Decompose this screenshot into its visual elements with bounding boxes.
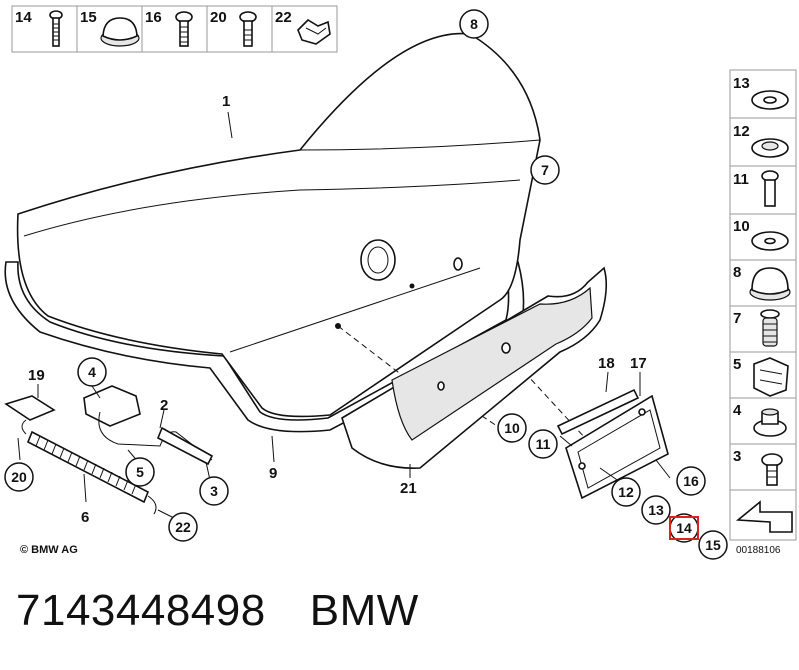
bolt-icon — [761, 453, 783, 486]
callout-18: 18 — [598, 355, 615, 372]
callouts: 1 2 3 4 5 6 7 8 9 10 11 12 13 14 15 16 1… — [4, 9, 728, 560]
spring-strut — [21, 419, 157, 515]
callout-16: 16 — [683, 473, 699, 489]
callout-2: 2 — [160, 397, 168, 414]
callout-22: 22 — [175, 519, 191, 535]
part-caption: 7143448498 BMW — [16, 586, 786, 646]
side-strip-label-10: 10 — [733, 218, 750, 235]
washer-icon — [751, 231, 789, 251]
top-parts-strip: 14 15 16 20 22 — [11, 5, 338, 53]
highlight-box — [669, 516, 699, 540]
washer-icon — [751, 138, 789, 158]
grommet-icon — [749, 267, 791, 301]
clip-nut-icon — [753, 357, 789, 397]
callout-15: 15 — [705, 537, 721, 553]
callout-6: 6 — [81, 509, 89, 526]
brand-name: BMW — [309, 586, 419, 635]
trunk-lid-illustration — [4, 32, 671, 519]
trunk-lock — [83, 385, 141, 427]
top-strip-label-16: 16 — [145, 9, 162, 26]
side-strip-label-4: 4 — [733, 402, 742, 419]
callout-3: 3 — [210, 483, 218, 499]
top-strip-label-14: 14 — [15, 9, 32, 26]
copyright-text: © BMW AG — [20, 544, 78, 556]
top-strip-label-22: 22 — [275, 9, 292, 26]
side-strip-label-8: 8 — [733, 264, 741, 281]
bmw-roundel-icon — [360, 239, 396, 281]
side-strip-label-12: 12 — [733, 123, 750, 140]
side-strip-label-11: 11 — [733, 171, 749, 188]
trim-strip — [556, 388, 640, 436]
callout-7: 7 — [541, 162, 549, 178]
screw-icon — [175, 11, 193, 47]
clip-icon — [297, 18, 331, 45]
bolt-icon — [761, 170, 779, 207]
arrow-icon — [735, 500, 793, 533]
callout-20: 20 — [11, 469, 27, 485]
top-strip-label-15: 15 — [80, 9, 97, 26]
washer-icon — [751, 90, 789, 110]
callout-17: 17 — [630, 355, 647, 372]
callout-1: 1 — [222, 93, 230, 110]
nut-icon — [753, 408, 787, 437]
grommet-icon — [100, 17, 140, 47]
callout-12: 12 — [618, 484, 634, 500]
side-strip-label-7: 7 — [733, 310, 741, 327]
callout-21: 21 — [400, 480, 417, 497]
trunk-lid — [16, 32, 541, 418]
callout-4: 4 — [88, 364, 96, 380]
part-number: 7143448498 — [16, 586, 266, 635]
expansion-rivet-icon — [760, 309, 780, 347]
side-strip-label-13: 13 — [733, 75, 750, 92]
parts-diagram: 14 15 16 20 22 — [4, 5, 797, 560]
screw-icon — [49, 10, 63, 47]
callout-10: 10 — [504, 420, 520, 436]
callout-11: 11 — [536, 436, 551, 452]
callout-5: 5 — [136, 464, 144, 480]
top-strip-label-20: 20 — [210, 9, 227, 26]
callout-9: 9 — [269, 465, 277, 482]
callout-8: 8 — [470, 16, 478, 32]
side-parts-strip: 13 12 11 10 8 7 5 4 3 — [729, 69, 797, 541]
bolt-icon — [239, 11, 257, 47]
callout-13: 13 — [648, 502, 664, 518]
holder-plate — [4, 395, 56, 421]
callout-19: 19 — [28, 367, 45, 384]
side-strip-label-3: 3 — [733, 448, 741, 465]
callout-14: 14 — [676, 520, 692, 536]
license-plate-bracket — [565, 394, 669, 500]
diagram-id: 00188106 — [736, 545, 781, 556]
side-strip-label-5: 5 — [733, 356, 741, 373]
